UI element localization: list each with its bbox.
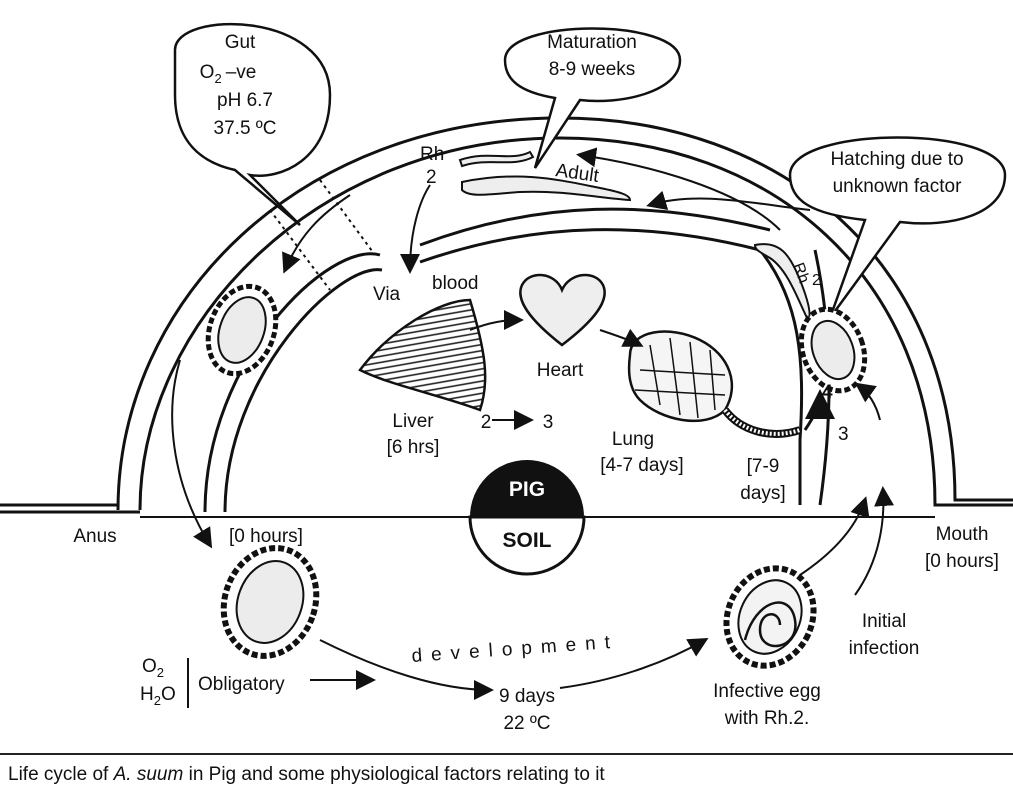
pig-label: PIG: [509, 478, 545, 501]
figure-caption: Life cycle of A. suum in Pig and some ph…: [8, 764, 605, 785]
temperature-label: 22 ºC: [503, 713, 550, 734]
gut-title: Gut: [225, 32, 256, 53]
obligatory-label: Obligatory: [198, 674, 285, 695]
mouth-time-label: [0 hours]: [925, 551, 999, 572]
infective-egg-line1: Infective egg: [713, 681, 821, 702]
maturation-bubble: Maturation 8-9 weeks: [503, 27, 682, 169]
gut-oxygen: O2–ve: [200, 62, 257, 86]
anus-label: Anus: [73, 526, 116, 547]
egg-infective: [723, 565, 817, 669]
initial-infection-line1: Initial: [862, 611, 906, 632]
development-label: development: [411, 632, 620, 667]
via-label: Via: [373, 284, 401, 305]
rh-top-number: 2: [426, 167, 437, 188]
stage-4-label: 4: [822, 382, 833, 403]
gut-ph: pH 6.7: [217, 90, 273, 111]
rh-right-number: 2: [812, 272, 821, 289]
lung-time-label: [4-7 days]: [600, 455, 683, 476]
hatching-line2: unknown factor: [833, 176, 963, 197]
lung-shape: [627, 330, 802, 438]
maturation-time: 8-9 weeks: [549, 59, 636, 80]
liver-time-label: [6 hrs]: [387, 437, 440, 458]
hatching-line1: Hatching due to: [830, 149, 963, 170]
lung-label: Lung: [612, 429, 654, 450]
bracket-days-label: days]: [740, 483, 785, 504]
rh-top-label: Rh: [420, 144, 444, 165]
zero-hours-label: [0 hours]: [229, 526, 303, 547]
egg-gut: [205, 283, 279, 377]
liver-label: Liver: [392, 411, 434, 432]
lung-to-hatching-arrow: [803, 389, 835, 431]
gut-dashed-section: [269, 179, 376, 291]
gut-temp: 37.5 ºC: [214, 118, 277, 139]
soil-label: SOIL: [502, 529, 551, 552]
liver-shape: [358, 298, 487, 412]
infective-egg-line2: with Rh.2.: [724, 708, 809, 729]
stage-2-label: 2: [481, 412, 492, 433]
heart-label: Heart: [537, 360, 584, 381]
caption-rule: [0, 753, 1013, 755]
nine-days-label: 9 days: [499, 686, 555, 707]
bracket-7-9-label: [7-9: [747, 456, 780, 477]
egg-hatching: [798, 306, 868, 394]
cycle-arrows: [171, 147, 895, 700]
blood-label: blood: [432, 273, 479, 294]
adult-worms: [458, 150, 811, 322]
o2-label: O2: [142, 656, 164, 680]
heart-shape: [519, 273, 606, 347]
rh-right-label: Rh: [789, 261, 812, 286]
stage-3b-label: 3: [838, 424, 849, 445]
egg-soil: [220, 545, 320, 659]
maturation-title: Maturation: [547, 32, 637, 53]
h2o-label: H2O: [140, 684, 176, 708]
stage-3-label: 3: [543, 412, 554, 433]
mouth-label: Mouth: [936, 524, 989, 545]
pig-soil-circle: PIG SOIL: [468, 460, 586, 576]
hatching-bubble: Hatching due to unknown factor: [788, 136, 1007, 319]
initial-infection-line2: infection: [849, 638, 920, 659]
gut-bubble: Gut O2–ve pH 6.7 37.5 ºC: [173, 22, 332, 226]
